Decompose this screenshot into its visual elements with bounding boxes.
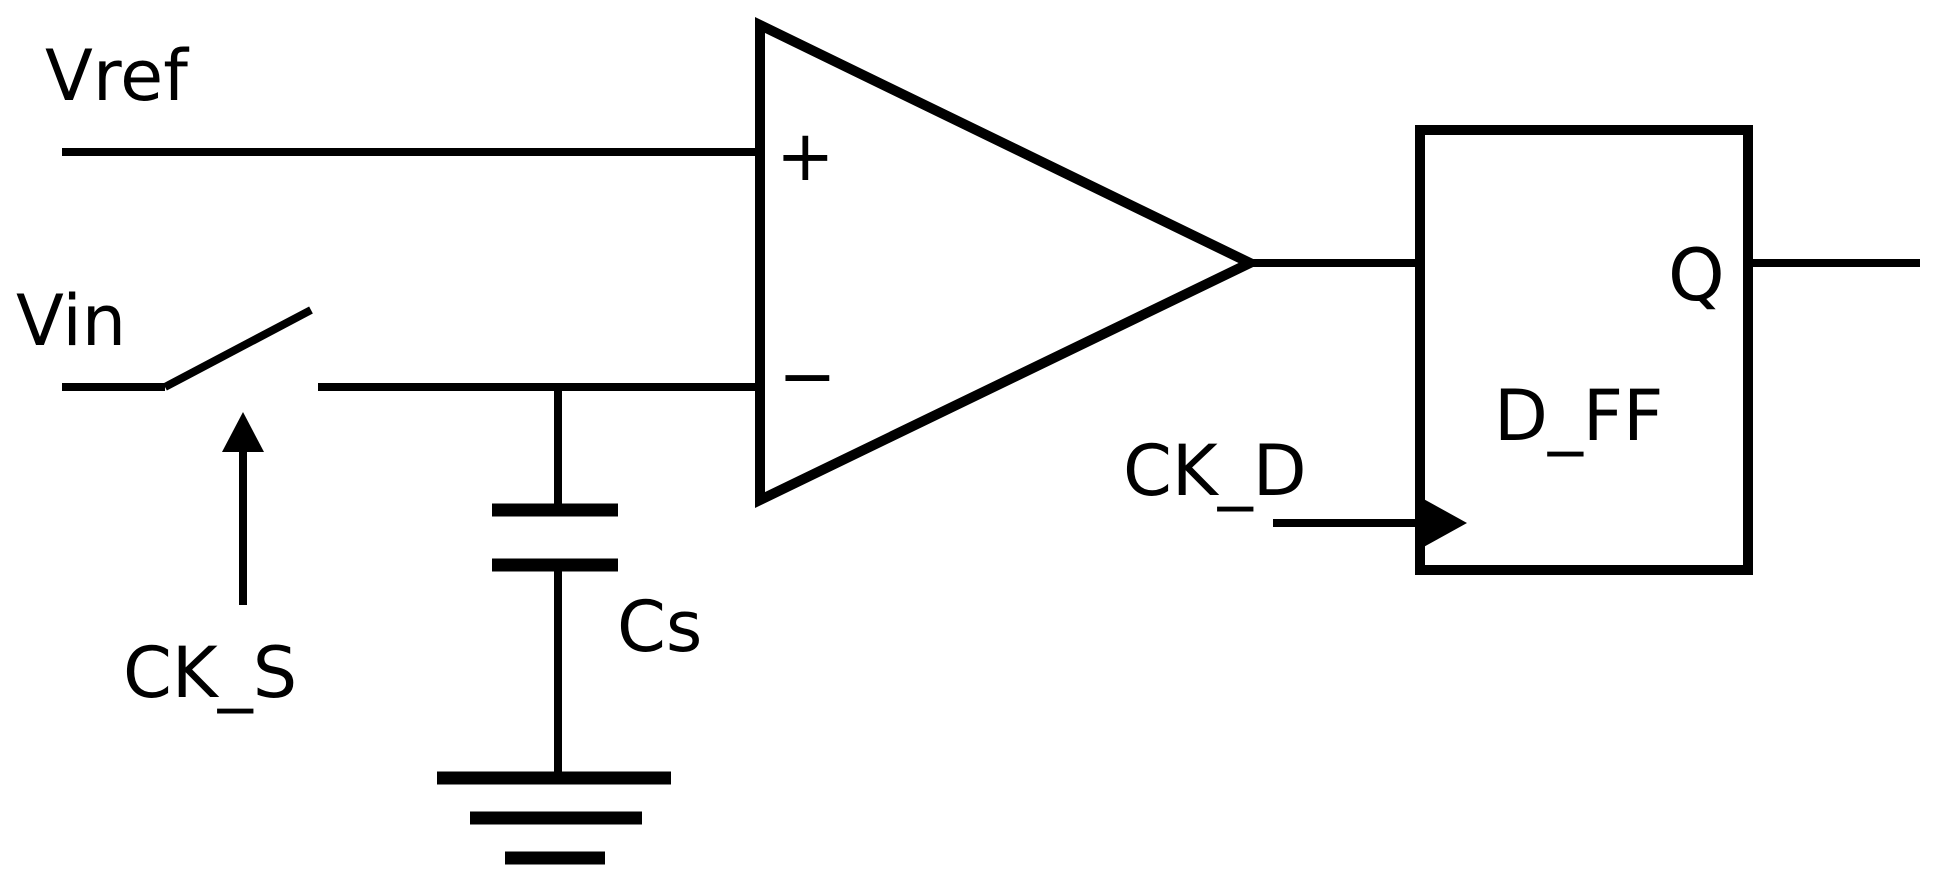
plus-sign: + bbox=[776, 115, 835, 197]
ck-s-arrow-icon bbox=[222, 412, 264, 452]
vref-label: Vref bbox=[45, 35, 189, 117]
minus-sign: − bbox=[778, 335, 837, 417]
ck-d-label: CK_D bbox=[1123, 430, 1307, 512]
d-ff-label: D_FF bbox=[1494, 375, 1663, 457]
d-flip-flop-box bbox=[1415, 125, 1753, 575]
cs-label: Cs bbox=[617, 586, 702, 668]
ground-icon bbox=[437, 771, 671, 865]
ck-s-label: CK_S bbox=[123, 632, 297, 714]
q-label: Q bbox=[1668, 233, 1725, 317]
vin-label: Vin bbox=[16, 280, 126, 362]
comparator-triangle bbox=[755, 17, 1262, 508]
clock-triangle-icon bbox=[1420, 497, 1467, 549]
sampling-switch bbox=[163, 306, 313, 391]
